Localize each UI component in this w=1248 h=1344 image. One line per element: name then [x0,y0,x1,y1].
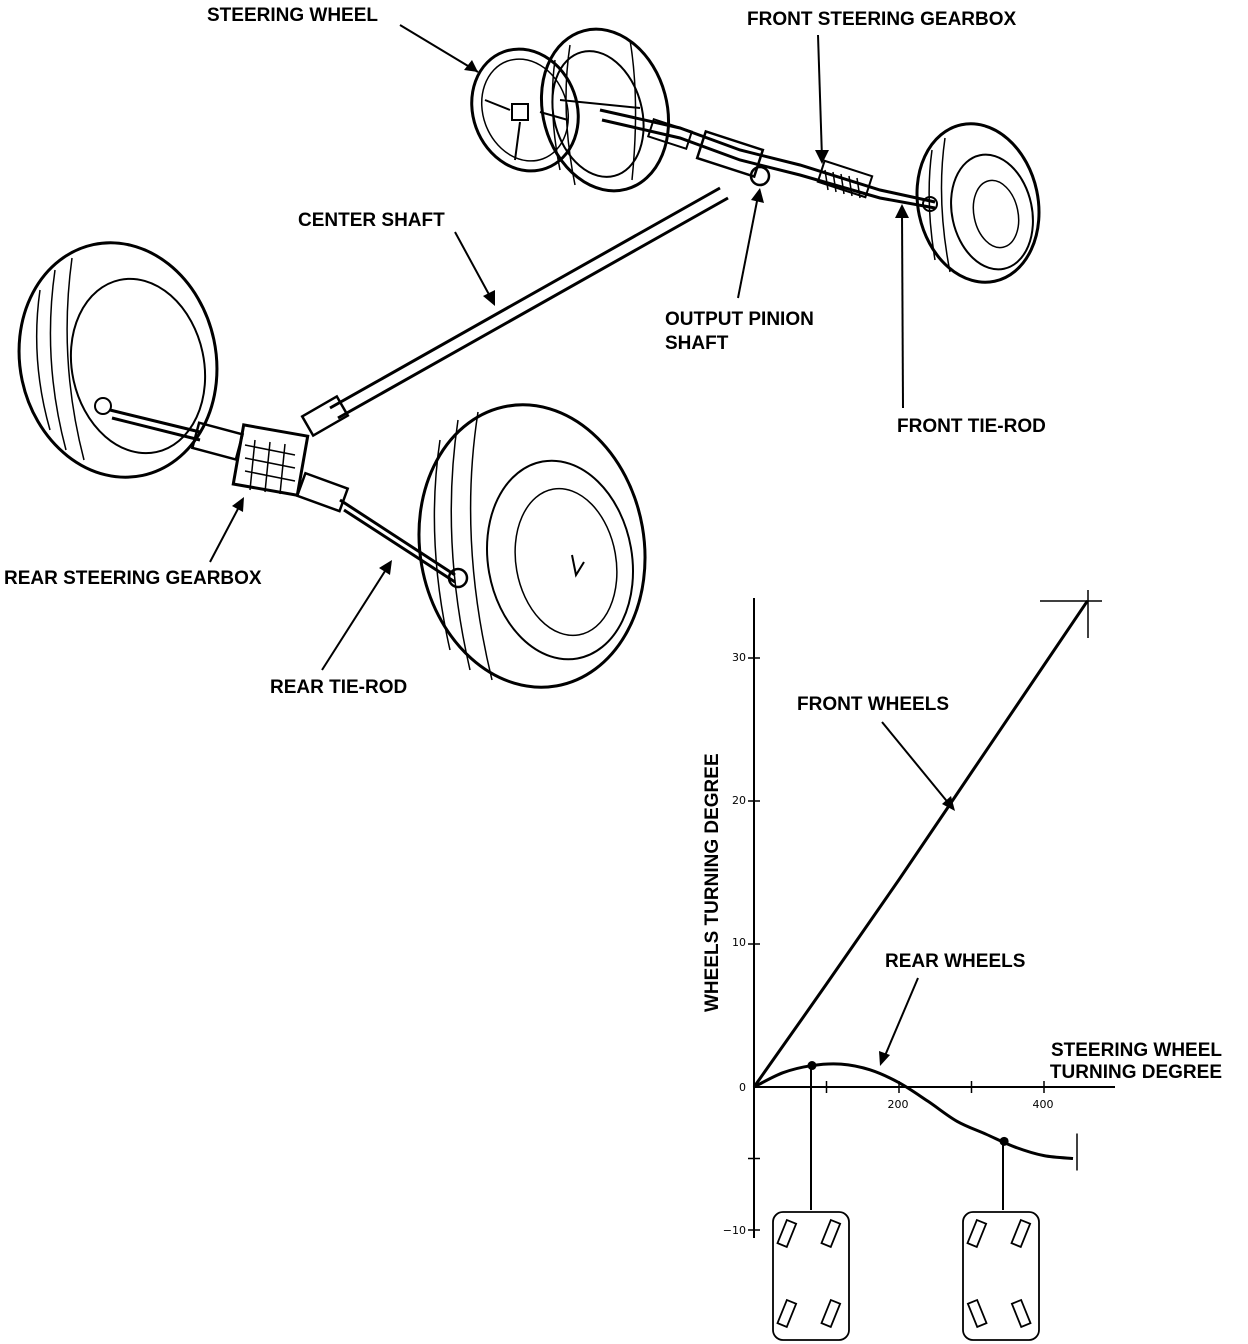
wheel-icon [1010,1298,1032,1329]
x-axis-title-line2: TURNING DEGREE [1050,1062,1222,1083]
arrow-front-steering-gearbox [817,34,823,159]
series-marker-point [999,1136,1009,1146]
y-tick-label: −10 [723,1224,746,1237]
arrowhead-output-pinion-shaft [751,188,764,203]
arrow-rear-tie-rod [321,567,388,671]
center-shaft [300,186,729,438]
axis-ticks [748,657,1045,1231]
x-tick-label: 400 [1033,1098,1054,1111]
x-tick-label: 200 [888,1098,909,1111]
front-right-wheel [915,122,1041,284]
wheel-icon [1010,1218,1032,1249]
y-axis-title: WHEELS TURNING DEGREE [702,753,723,1012]
arrow-output-pinion-shaft [737,195,759,299]
x-axis-title-line1: STEERING WHEEL [1051,1040,1222,1061]
wheel-icon [820,1218,842,1249]
chart-series [752,599,1089,1171]
component-labels: STEERING WHEEL FRONT STEERING GEARBOX CE… [4,5,1046,698]
rear-steering-gearbox [109,408,469,589]
label-front-steering-gearbox: FRONT STEERING GEARBOX [747,9,1017,30]
label-front-tie-rod: FRONT TIE-ROD [897,416,1046,437]
pointer-head-rear-wheels [879,1051,890,1066]
pointer-rear-wheels [883,977,919,1059]
arrowhead-steering-wheel [464,60,478,72]
arrow-front-tie-rod [901,211,904,409]
mechanical-illustration [17,27,1041,689]
label-output-pinion-shaft-line1: OUTPUT PINION [665,309,814,330]
arrow-steering-wheel [399,24,479,73]
wheel-icon [966,1218,988,1249]
label-output-pinion-shaft-line2: SHAFT [665,333,729,354]
series-label-front-wheels: FRONT WHEELS [797,694,949,715]
pointer-front-wheels [881,721,951,806]
y-tick-label: 20 [732,794,746,807]
y-tick-label: 10 [732,936,746,949]
steering-wheel [470,47,641,173]
arrowhead-front-steering-gearbox [815,150,829,164]
arrowhead-front-tie-rod [895,204,909,218]
label-center-shaft: CENTER SHAFT [298,210,445,231]
pointer-head-front-wheels [942,796,955,811]
label-rear-tie-rod: REAR TIE-ROD [270,677,407,698]
series-marker-point [807,1061,817,1071]
vehicle-plan-view-1 [772,1211,850,1341]
wheel-icon [820,1298,842,1329]
arrowhead-rear-steering-gearbox [232,497,244,512]
y-tick-label: 0 [739,1081,746,1094]
wheel-icon [776,1218,798,1249]
wheel-icon [776,1298,798,1329]
wheel-icon [966,1298,988,1329]
rear-right-wheel [417,403,647,689]
arrowhead-rear-tie-rod [379,560,392,575]
label-rear-steering-gearbox: REAR STEERING GEARBOX [4,568,262,589]
series-line-front-wheels [752,599,1089,1088]
front-left-wheel [539,27,671,193]
turning-degree-chart: WHEELS TURNING DEGREE STEERING WHEEL TUR… [702,590,1222,1341]
rear-left-wheel [17,241,219,479]
series-line-rear-wheels [753,1062,1074,1160]
y-tick-label: 30 [732,651,746,664]
arrowhead-center-shaft [483,290,495,306]
arrow-center-shaft [454,231,493,301]
label-steering-wheel: STEERING WHEEL [207,5,378,26]
arrow-rear-steering-gearbox [209,504,241,563]
front-steering-gearbox [599,108,938,212]
series-label-rear-wheels: REAR WHEELS [885,951,1025,972]
vehicle-plan-view-2 [962,1211,1040,1341]
